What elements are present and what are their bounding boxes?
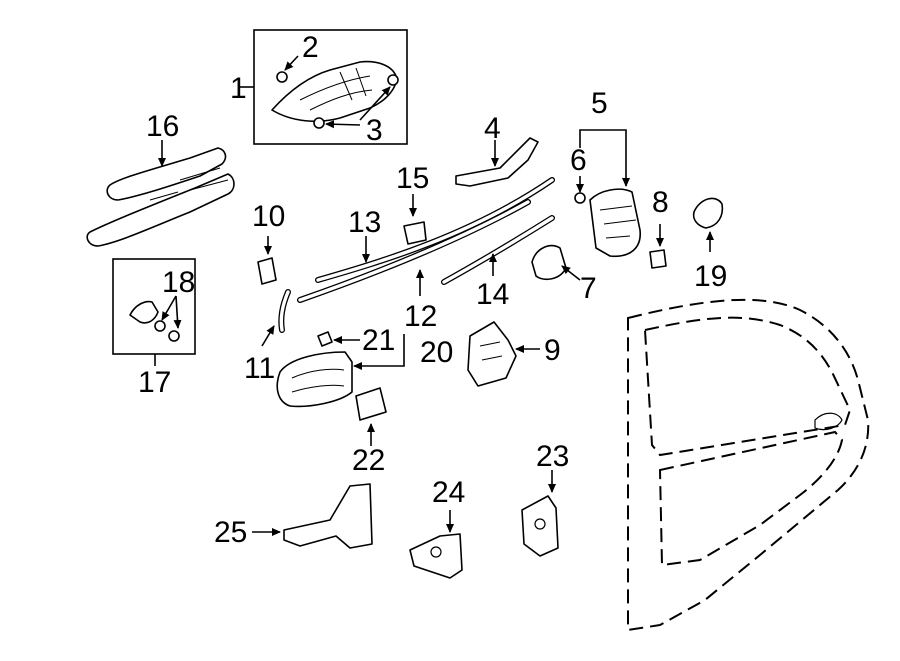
callout-2: 2 bbox=[302, 31, 319, 64]
lock-rod-part-11 bbox=[261, 289, 291, 347]
door-checker-part-25 bbox=[252, 483, 373, 549]
callout-12: 12 bbox=[404, 300, 437, 333]
door-latch-part-9 bbox=[467, 321, 540, 387]
callout-17: 17 bbox=[138, 366, 171, 399]
clip-part-8 bbox=[649, 224, 667, 269]
callout-14: 14 bbox=[476, 278, 509, 311]
hinge-part-23 bbox=[521, 470, 559, 557]
nut-part-3b bbox=[313, 117, 325, 129]
callout-5: 5 bbox=[591, 87, 608, 120]
callout-23: 23 bbox=[536, 440, 569, 473]
screw-part-2 bbox=[276, 71, 288, 83]
callout-1: 1 bbox=[230, 72, 247, 105]
inside-handle-part-20 bbox=[276, 331, 405, 408]
callout-16: 16 bbox=[146, 110, 179, 143]
rods-12-13-14 bbox=[297, 177, 555, 303]
callout-labels: 1 2 3 4 5 6 7 8 9 10 11 12 13 14 15 16 1… bbox=[138, 31, 727, 549]
callout-18: 18 bbox=[162, 266, 195, 299]
handle-cover-part-22 bbox=[355, 387, 387, 446]
lock-rail-part-16 bbox=[86, 140, 235, 247]
callout-7: 7 bbox=[580, 272, 597, 305]
callout-10: 10 bbox=[252, 200, 285, 233]
outside-handle-part bbox=[271, 60, 397, 123]
callout-4: 4 bbox=[484, 112, 501, 145]
door-lock-actuator-part-5 bbox=[574, 129, 641, 257]
actuator-part-19 bbox=[692, 197, 724, 252]
callout-24: 24 bbox=[432, 476, 465, 509]
nut-part-3a bbox=[387, 74, 399, 86]
callout-3: 3 bbox=[366, 114, 383, 147]
outside-handle-group bbox=[240, 29, 408, 145]
callout-22: 22 bbox=[352, 444, 385, 477]
callout-15: 15 bbox=[396, 162, 429, 195]
callout-20: 20 bbox=[420, 336, 453, 369]
lock-knob-part-10 bbox=[257, 236, 277, 285]
clip-box-group bbox=[112, 258, 196, 366]
callout-25: 25 bbox=[214, 516, 247, 549]
callout-21: 21 bbox=[362, 324, 395, 357]
callout-13: 13 bbox=[348, 206, 381, 239]
clip-part-15 bbox=[403, 194, 427, 245]
bell-crank-part-7 bbox=[531, 244, 581, 281]
callout-9: 9 bbox=[544, 334, 561, 367]
bracket-part-4 bbox=[455, 137, 539, 187]
callout-8: 8 bbox=[652, 186, 669, 219]
callout-19: 19 bbox=[694, 260, 727, 293]
hinge-part-24 bbox=[409, 510, 463, 579]
callout-11: 11 bbox=[244, 352, 275, 385]
callout-6: 6 bbox=[570, 144, 587, 177]
rear-door-outline bbox=[627, 298, 870, 632]
